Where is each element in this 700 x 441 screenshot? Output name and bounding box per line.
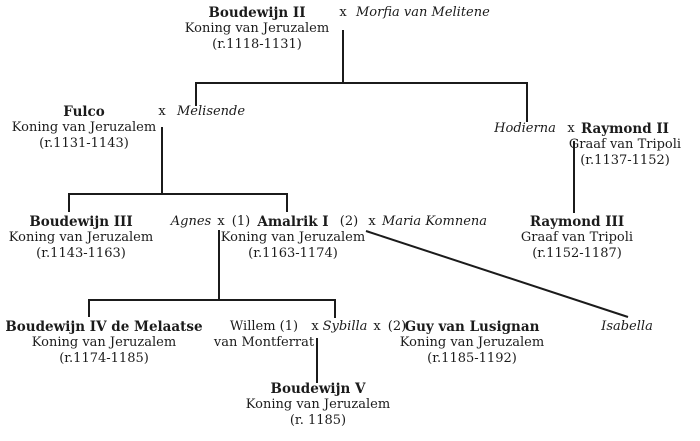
marriage-order-2b: (2) (387, 319, 407, 334)
person-name: Boudewijn II (208, 5, 306, 21)
person-name: Guy van Lusignan (404, 319, 540, 335)
person-title: Koning van Jeruzalem (8, 230, 154, 245)
person-title: Graaf van Tripoli (520, 230, 634, 245)
marriage-order-2: (2) (339, 214, 359, 229)
person-willem-van-montferrat: Willem (1) van Montferrat (214, 319, 314, 351)
person-boudewijn-iii: Boudewijn III Koning van Jeruzalem (r.11… (9, 214, 153, 262)
marriage-x-hodierna-raymond2: x (567, 121, 575, 136)
marriage-x-fulco-melisende: x (158, 104, 166, 119)
person-title: Koning van Jeruzalem (399, 335, 545, 350)
person-reign: (r.1143-1163) (36, 246, 126, 261)
person-maria-komnena: Maria Komnena (382, 214, 488, 229)
person-sybilla: Sybilla (322, 319, 368, 334)
person-title: Koning van Jeruzalem (220, 230, 366, 245)
person-fulco: Fulco Koning van Jeruzalem (r.1131-1143) (12, 104, 156, 152)
connector-amalrik1-maria-to-isabella (365, 230, 629, 318)
marriage-x-agnes-amalrik: x (217, 214, 225, 229)
person-name: Fulco (63, 104, 105, 120)
person-name: Boudewijn IV de Melaatse (5, 319, 203, 335)
person-title: Graaf van Tripoli (568, 137, 682, 152)
marriage-x-sybilla-guy: x (373, 319, 381, 334)
person-reign: (r.1185-1192) (427, 351, 517, 366)
person-name: Boudewijn V (270, 381, 366, 397)
person-raymond-ii: Raymond II Graaf van Tripoli (r.1137-115… (569, 121, 681, 169)
person-name: Raymond III (529, 214, 625, 230)
person-boudewijn-iv: Boudewijn IV de Melaatse Koning van Jeru… (5, 319, 202, 367)
person-reign: (r.1174-1185) (59, 351, 149, 366)
person-reign: (r.1131-1143) (39, 136, 129, 151)
person-morfia: Morfia van Melitene (356, 5, 490, 20)
person-title: Koning van Jeruzalem (245, 397, 391, 412)
person-boudewijn-v: Boudewijn V Koning van Jeruzalem (r. 118… (246, 381, 390, 429)
person-amalrik-i: Amalrik I Koning van Jeruzalem (r.1163-1… (221, 214, 365, 262)
person-melisende: Melisende (177, 104, 246, 119)
person-isabella: Isabella (601, 319, 653, 334)
person-name: Amalrik I (257, 214, 329, 230)
person-name: Raymond II (581, 121, 669, 137)
person-hodierna: Hodierna (494, 121, 556, 136)
person-boudewijn-ii: Boudewijn II Koning van Jeruzalem (r.111… (185, 5, 329, 53)
person-title: Koning van Jeruzalem (31, 335, 177, 350)
person-reign: (r.1163-1174) (248, 246, 338, 261)
person-title: Koning van Jeruzalem (11, 120, 157, 135)
person-agnes: Agnes (170, 214, 212, 229)
marriage-x-willem-sybilla: x (311, 319, 319, 334)
person-name: Willem (1) (229, 319, 299, 334)
person-reign: (r.1137-1152) (580, 153, 670, 168)
person-title: van Montferrat (213, 335, 315, 350)
marriage-order-1: (1) (231, 214, 251, 229)
person-name: Boudewijn III (29, 214, 133, 230)
marriage-x-boudewijn2-morfia: x (339, 5, 347, 20)
marriage-x-amalrik-maria: x (368, 214, 376, 229)
person-raymond-iii: Raymond III Graaf van Tripoli (r.1152-11… (521, 214, 633, 262)
person-reign: (r.1118-1131) (212, 37, 302, 52)
person-reign: (r. 1185) (289, 413, 347, 428)
person-reign: (r.1152-1187) (532, 246, 622, 261)
person-title: Koning van Jeruzalem (184, 21, 330, 36)
person-guy-van-lusignan: Guy van Lusignan Koning van Jeruzalem (r… (400, 319, 544, 367)
